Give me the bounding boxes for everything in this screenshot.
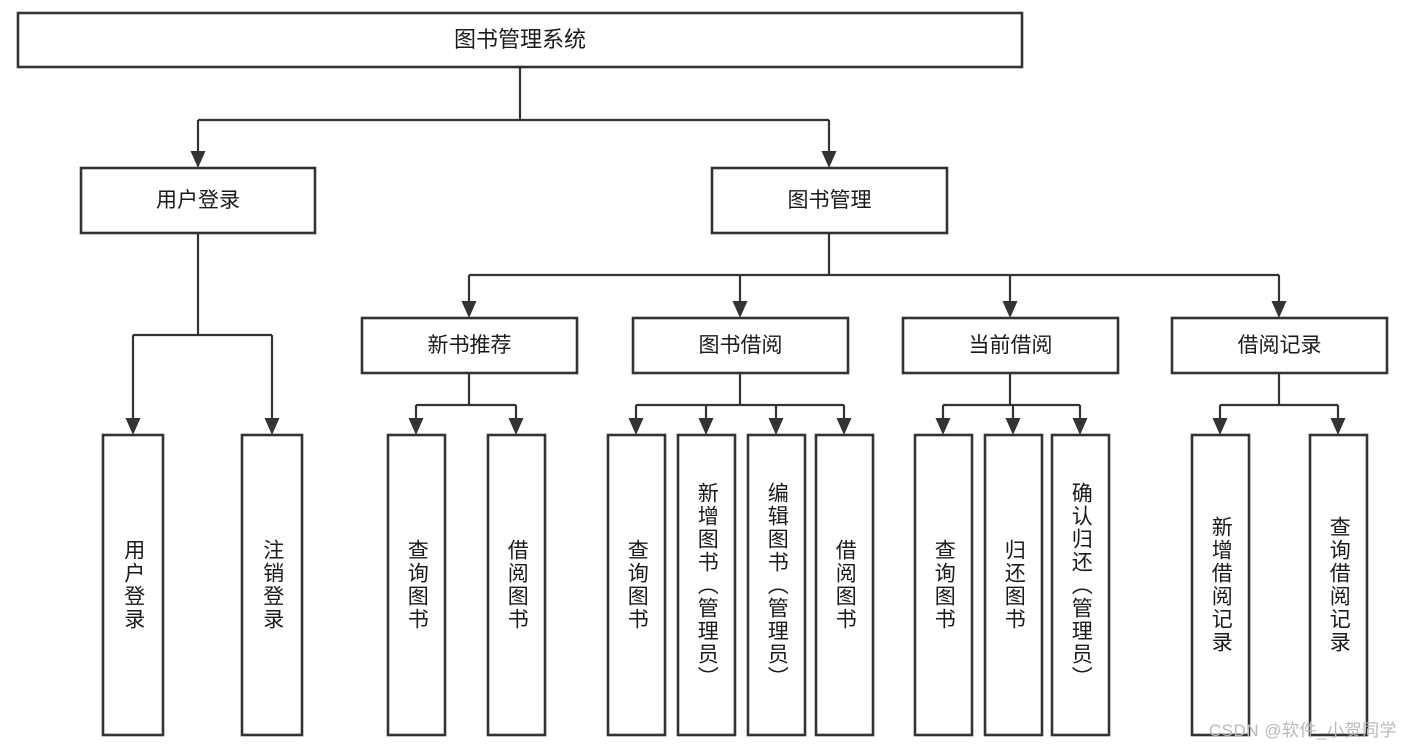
leaf-node-leaf-edit-book-admin-box[interactable] (746, 433, 807, 737)
leaf-node-leaf-add-borrow-record (1190, 433, 1251, 737)
level3-node-new-book-recommend (360, 316, 579, 375)
level2-node-user-login-box[interactable] (79, 166, 317, 235)
root-node (16, 11, 1024, 69)
arrow-head-icon (190, 151, 206, 168)
leaf-node-leaf-borrow-book-2 (814, 433, 875, 737)
level3-node-book-borrow (631, 316, 850, 375)
leaf-node-leaf-query-book-3 (913, 433, 974, 737)
arrow-head-icon (836, 418, 852, 435)
leaf-node-leaf-user-login (101, 433, 165, 737)
level3-node-borrow-record-label: 借阅记录 (1238, 334, 1322, 357)
leaf-node-leaf-query-book-3-box[interactable] (913, 433, 974, 737)
leaf-node-leaf-user-login-box[interactable] (101, 433, 165, 737)
leaf-node-leaf-query-book-2-box[interactable] (606, 433, 667, 737)
leaf-node-leaf-confirm-return-admin-box[interactable] (1050, 433, 1111, 737)
level2-node-user-login (79, 166, 317, 235)
leaf-node-leaf-query-borrow-record-box[interactable] (1308, 433, 1369, 737)
leaf-node-leaf-edit-book-admin (746, 433, 807, 737)
arrow-head-icon (264, 418, 280, 435)
level3-node-current-borrow-label: 当前借阅 (969, 334, 1053, 357)
level2-node-user-login-label: 用户登录 (156, 189, 240, 212)
leaf-node-leaf-add-book-admin-box[interactable] (676, 433, 737, 737)
arrow-head-icon (1212, 418, 1228, 435)
leaf-node-leaf-query-book-1-box[interactable] (386, 433, 447, 737)
level2-node-book-manage-box[interactable] (710, 166, 949, 235)
arrow-head-icon (698, 418, 714, 435)
arrow-head-icon (1072, 418, 1088, 435)
arrow-head-icon (1002, 301, 1018, 318)
arrow-head-icon (628, 418, 644, 435)
root-node-box[interactable] (16, 11, 1024, 69)
arrow-head-icon (508, 418, 524, 435)
leaf-node-leaf-user-logout (240, 433, 304, 737)
arrow-head-icon (1330, 418, 1346, 435)
arrow-head-icon (461, 301, 477, 318)
level2-node-book-manage-label: 图书管理 (788, 189, 872, 212)
leaf-node-leaf-borrow-book-1 (486, 433, 547, 737)
level3-node-current-borrow-box[interactable] (901, 316, 1120, 375)
leaf-node-leaf-return-book-box[interactable] (983, 433, 1044, 737)
leaf-node-leaf-query-borrow-record (1308, 433, 1369, 737)
leaf-node-leaf-confirm-return-admin (1050, 433, 1111, 737)
arrow-head-icon (935, 418, 951, 435)
leaf-node-leaf-return-book (983, 433, 1044, 737)
boxes-layer (16, 11, 1389, 737)
leaf-node-leaf-borrow-book-2-box[interactable] (814, 433, 875, 737)
leaf-node-leaf-user-logout-box[interactable] (240, 433, 304, 737)
leaf-node-leaf-query-book-1 (386, 433, 447, 737)
arrow-head-icon (125, 418, 141, 435)
leaf-node-leaf-add-borrow-record-box[interactable] (1190, 433, 1251, 737)
leaf-node-leaf-add-book-admin (676, 433, 737, 737)
arrow-head-icon (732, 301, 748, 318)
level3-node-borrow-record (1170, 316, 1389, 375)
arrow-head-icon (1271, 301, 1287, 318)
arrow-head-icon (768, 418, 784, 435)
connectors-layer (125, 67, 1346, 435)
arrow-head-icon (1005, 418, 1021, 435)
root-node-label: 图书管理系统 (454, 27, 586, 52)
arrow-head-icon (821, 151, 837, 168)
level3-node-book-borrow-label: 图书借阅 (699, 334, 783, 357)
level3-node-new-book-recommend-box[interactable] (360, 316, 579, 375)
arrow-head-icon (408, 418, 424, 435)
level3-node-book-borrow-box[interactable] (631, 316, 850, 375)
leaf-node-leaf-borrow-book-1-box[interactable] (486, 433, 547, 737)
csdn-watermark: CSDN @软件_小贺同学 (1208, 721, 1397, 740)
level3-node-new-book-recommend-label: 新书推荐 (428, 334, 512, 357)
level3-node-borrow-record-box[interactable] (1170, 316, 1389, 375)
level2-node-book-manage (710, 166, 949, 235)
leaf-node-leaf-query-book-2 (606, 433, 667, 737)
level3-node-current-borrow (901, 316, 1120, 375)
